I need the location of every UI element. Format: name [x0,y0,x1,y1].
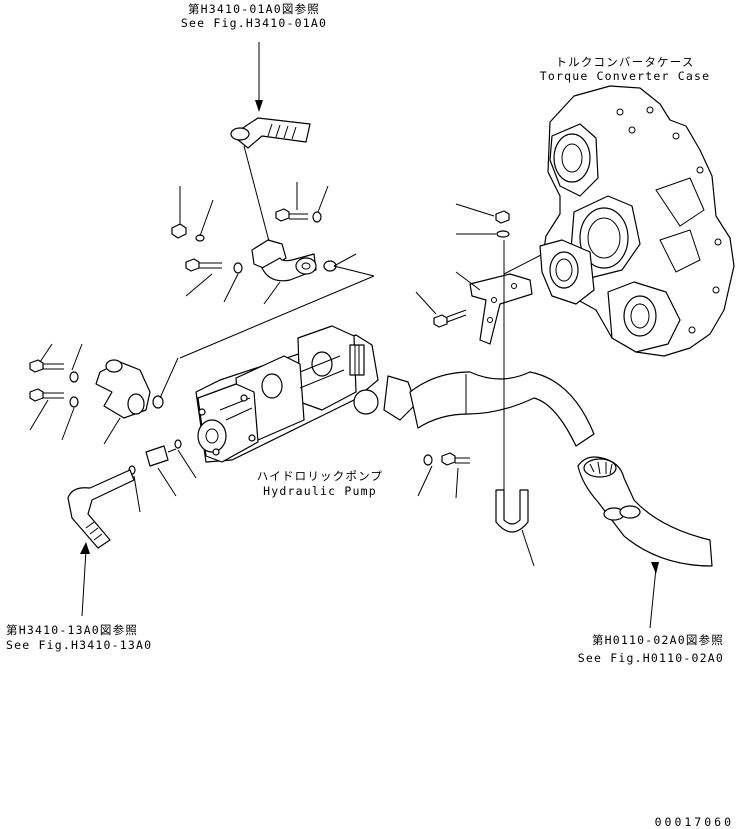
lower-left-pipe [67,469,135,617]
drawing-number: 00017060 [654,815,734,829]
lower-right-hose [577,456,713,629]
torque-converter-case-drawing [539,85,735,357]
ref-left-en: See Fig.H3410-13A0 [6,638,153,652]
hydraulic-pump-drawing [195,325,379,463]
ref-right-jp: 第H0110-02A0図参照 [591,633,724,647]
ref-left-jp: 第H3410-13A0図参照 [6,623,139,637]
suction-pipe [383,371,595,499]
hydraulic-pump-jp: ハイドロリックポンプ [256,469,384,483]
left-fittings [29,359,182,475]
leader-lines-upper [179,182,375,359]
pump-seal [353,389,379,415]
torque-converter-en: Torque Converter Case [539,69,711,83]
hydraulic-pump-en: Hydraulic Pump [263,484,377,498]
upper-elbow-pipe [230,42,311,149]
leader-lines-left [29,343,197,513]
ref-top-en: See Fig.H3410-01A0 [180,16,328,30]
ref-right-en: See Fig.H0110-02A0 [577,651,724,665]
ref-top-jp: 第H3410-01A0図参照 [187,2,321,16]
upper-flange [243,145,337,282]
torque-converter-jp: トルクコンバータケース [555,55,695,69]
